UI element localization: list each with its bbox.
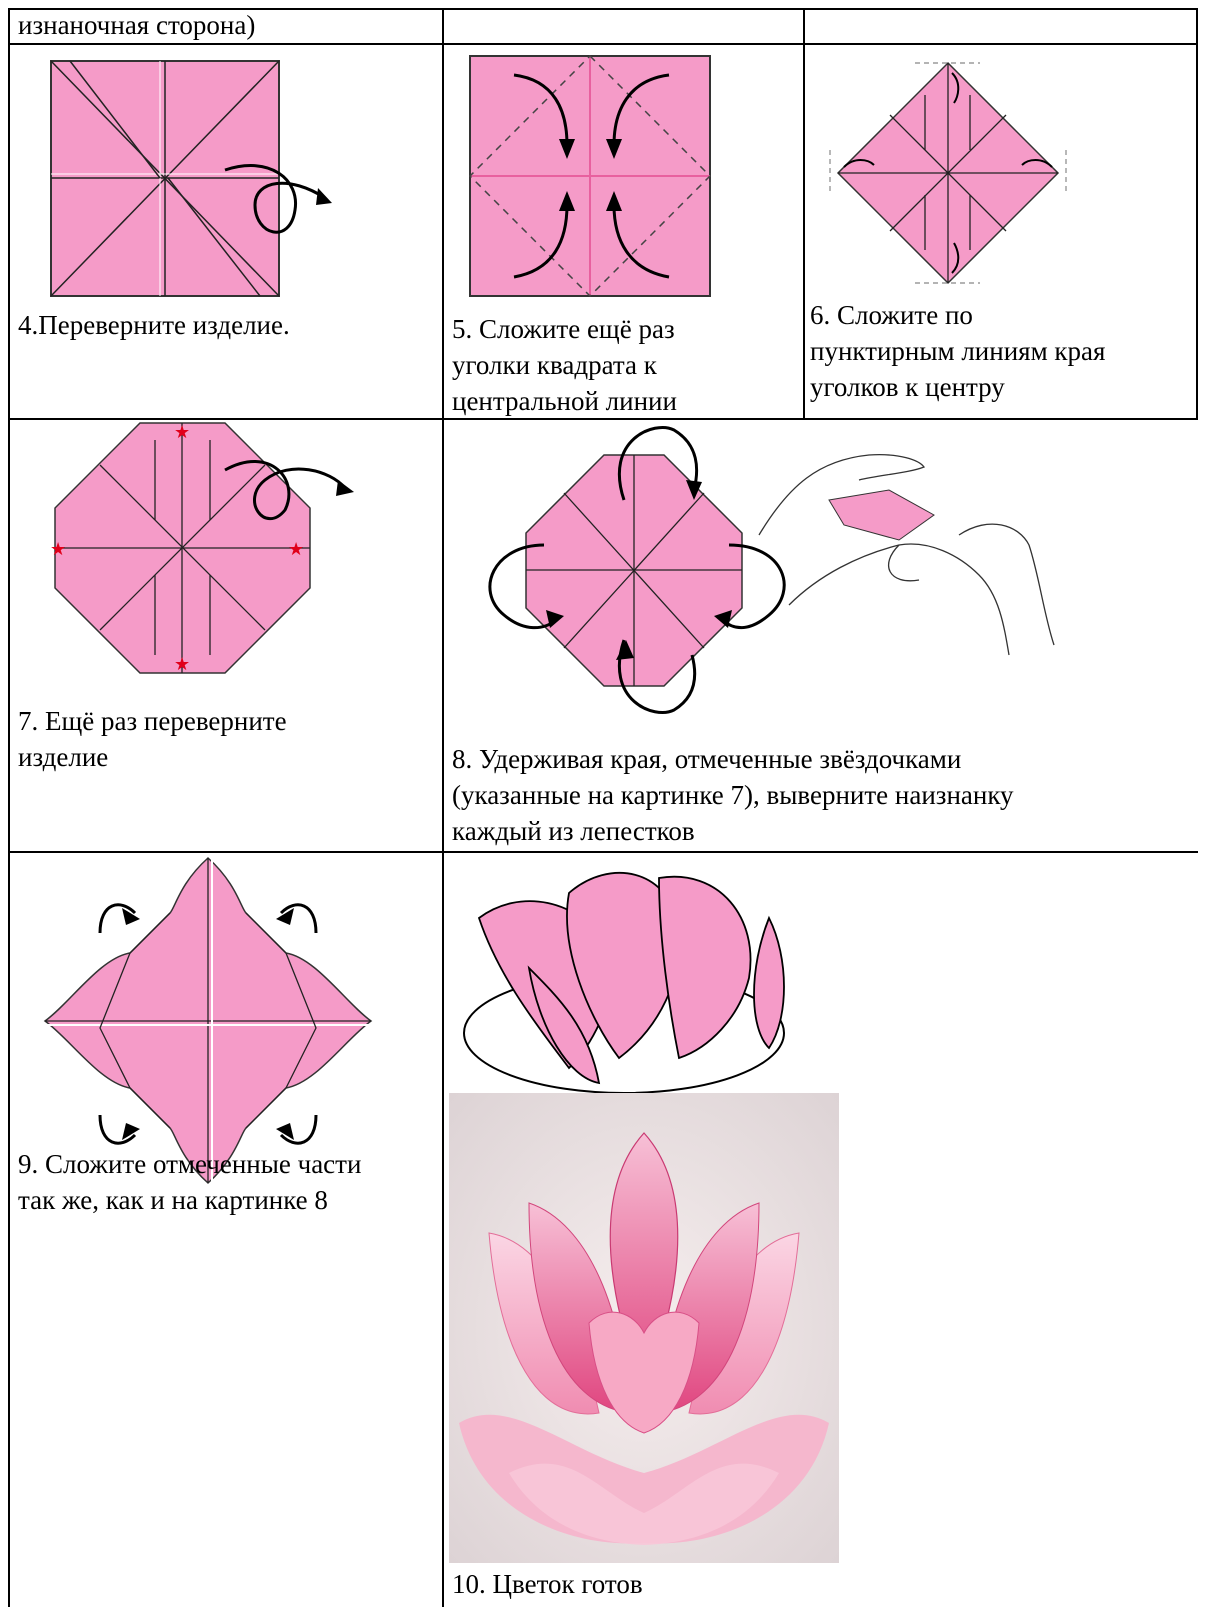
step-8-caption: 8. Удерживая края, отмеченные звёздочкам… — [452, 741, 1014, 849]
star-icon: ★ — [174, 422, 190, 443]
step-9-caption: 9. Сложите отмеченные части так же, как … — [18, 1146, 361, 1218]
star-icon: ★ — [174, 654, 190, 675]
step-6-caption: 6. Сложите по пунктирным линиям края уго… — [810, 297, 1105, 405]
step-5-cell: 5. Сложите ещё раз уголки квадрата к цен… — [444, 45, 803, 418]
step-10-cell: 10. Цветок готов — [444, 853, 1196, 1607]
star-icon: ★ — [288, 539, 304, 560]
step-5-diagram — [469, 55, 714, 300]
step-7-caption: 7. Ещё раз переверните изделие — [18, 703, 287, 775]
step-8-cell: 8. Удерживая края, отмеченные звёздочкам… — [444, 420, 1196, 851]
step-6-cell: 6. Сложите по пунктирным линиям края уго… — [805, 45, 1196, 418]
step-9-cell: 9. Сложите отмеченные части так же, как … — [10, 853, 442, 1607]
star-icon: ★ — [50, 539, 66, 560]
step-4-diagram — [50, 60, 370, 300]
lotus-photo — [449, 1093, 839, 1563]
step-10-caption: 10. Цветок готов — [452, 1566, 643, 1602]
table-border-right — [1196, 8, 1198, 420]
step-7-diagram: ★ ★ ★ ★ — [40, 420, 400, 680]
step-9-diagram — [40, 853, 380, 1188]
lotus-outline-illustration — [459, 858, 799, 1098]
step-4-cell: 4.Переверните изделие. — [10, 45, 442, 418]
step-5-caption: 5. Сложите ещё раз уголки квадрата к цен… — [452, 311, 677, 419]
hands-illustration — [759, 445, 1089, 675]
step-6-diagram — [830, 55, 1090, 285]
step-7-cell: ★ ★ ★ ★ 7. Ещё раз переверните изделие — [10, 420, 442, 851]
step-8-diagram — [464, 420, 794, 730]
header-text: изнаночная сторона) — [18, 7, 255, 43]
step-4-caption: 4.Переверните изделие. — [18, 307, 290, 343]
